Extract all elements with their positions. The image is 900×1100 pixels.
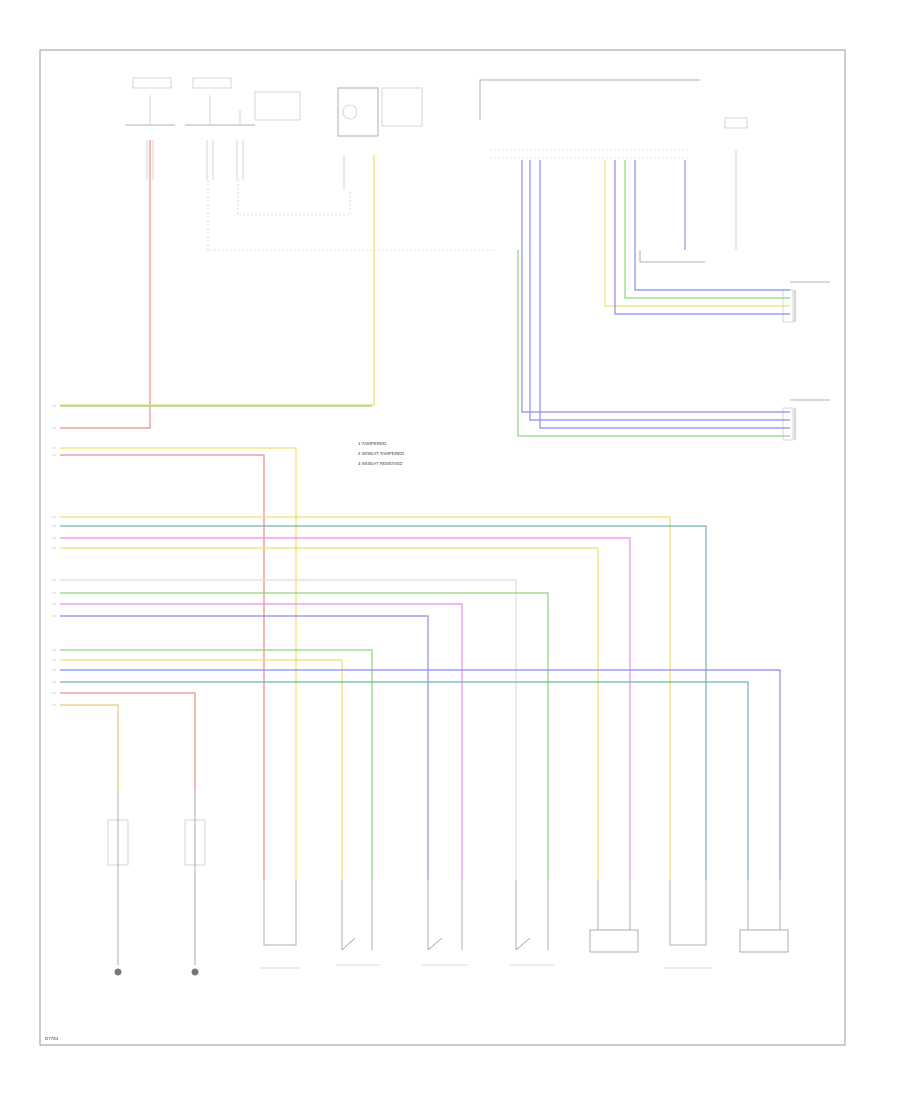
bus-pin-marks	[52, 405, 56, 706]
legend-line-2: 2 W/SEAT TAMPERED	[358, 451, 405, 456]
wire-harness	[60, 140, 790, 880]
restraint-module-connector	[479, 79, 748, 250]
left-ground-devices	[107, 790, 206, 976]
ground-icon	[191, 968, 199, 976]
dashed-return-lines	[207, 180, 495, 251]
seat-belt-sensors	[260, 880, 789, 969]
diagram-frame	[39, 49, 846, 1046]
legend-line-3: 3 W/SEAT REMOVED	[358, 461, 403, 466]
diagram-legend: 1 TAMPERED 2 W/SEAT TAMPERED 3 W/SEAT RE…	[358, 441, 405, 466]
right-connector-boxes	[782, 281, 830, 441]
ground-icon	[114, 968, 122, 976]
passenger-seat-sensor	[337, 87, 423, 190]
diagram-code: D7784	[45, 1036, 59, 1041]
fuse-block-connectors	[125, 77, 301, 180]
legend-line-1: 1 TAMPERED	[358, 441, 387, 446]
